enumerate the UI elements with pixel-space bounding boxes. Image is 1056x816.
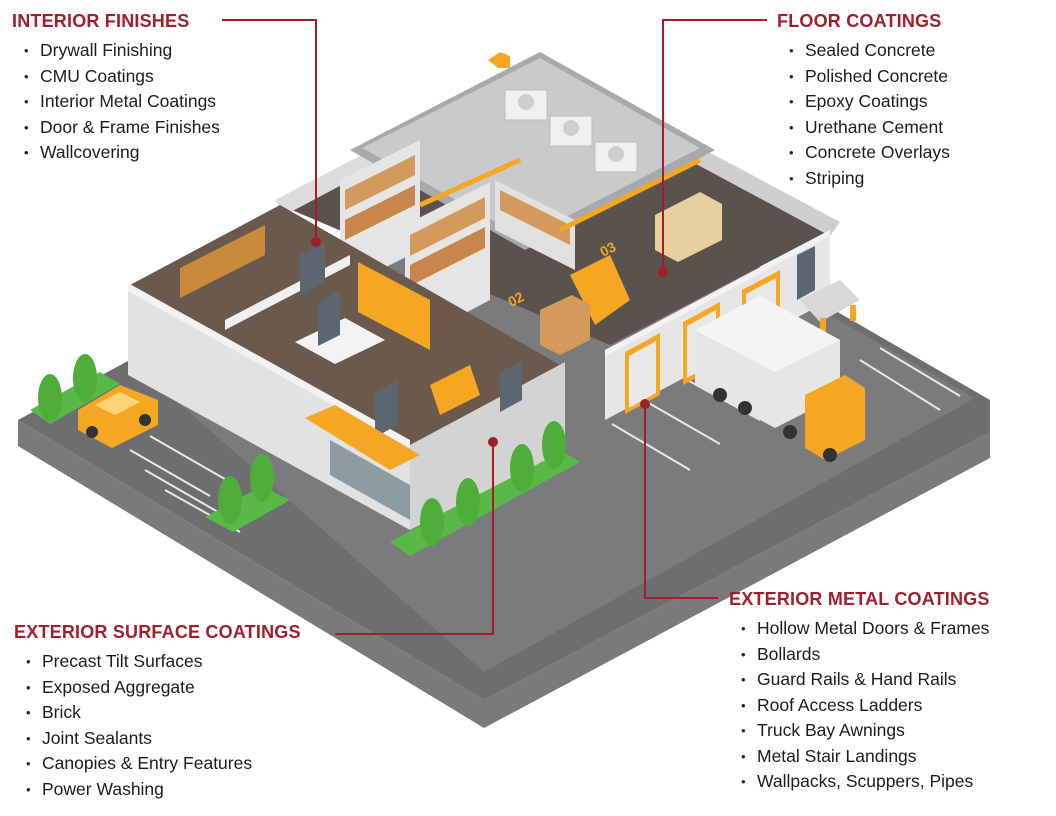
list-item: Joint Sealants xyxy=(14,726,301,752)
list-item: Exposed Aggregate xyxy=(14,675,301,701)
callout-dots xyxy=(311,237,668,447)
exterior-metal-coatings-list: Hollow Metal Doors & Frames Bollards Gua… xyxy=(729,616,990,795)
list-item: Wallpacks, Scuppers, Pipes xyxy=(729,769,990,795)
callout-line-interior xyxy=(222,19,317,242)
forklift xyxy=(570,255,630,325)
car xyxy=(78,385,158,448)
office-doors xyxy=(300,242,522,437)
interior-finishes-list: Drywall Finishing CMU Coatings Interior … xyxy=(12,38,220,166)
kitchen-counter xyxy=(180,225,265,298)
callout-line-extsurface xyxy=(335,442,494,635)
interior-finishes-title: INTERIOR FINISHES xyxy=(12,11,190,31)
bollard-2 xyxy=(850,305,856,321)
conference-table xyxy=(295,318,385,364)
list-item: Polished Concrete xyxy=(777,64,950,90)
callout-lines xyxy=(222,19,767,635)
roof-ladder xyxy=(488,52,510,68)
exterior-metal-coatings-group: EXTERIOR METAL COATINGS Hollow Metal Doo… xyxy=(729,589,990,795)
office-wall-left-top xyxy=(128,283,410,448)
list-item: Drywall Finishing xyxy=(12,38,220,64)
list-item: Metal Stair Landings xyxy=(729,744,990,770)
callout-line-floor xyxy=(662,19,767,272)
entry-glazing xyxy=(330,440,410,520)
list-item: Bollards xyxy=(729,642,990,668)
exterior-metal-coatings-title: EXTERIOR METAL COATINGS xyxy=(729,589,990,609)
list-item: Sealed Concrete xyxy=(777,38,950,64)
floor-marking-03: 03 xyxy=(597,238,618,260)
floor-coatings-list: Sealed Concrete Polished Concrete Epoxy … xyxy=(777,38,950,191)
list-item: Power Washing xyxy=(14,777,301,803)
exterior-surface-coatings-title: EXTERIOR SURFACE COATINGS xyxy=(14,622,301,642)
yellow-accent-wall xyxy=(358,262,430,350)
list-item: Roof Access Ladders xyxy=(729,693,990,719)
list-item: Brick xyxy=(14,700,301,726)
side-door xyxy=(797,246,815,300)
floor-coatings-title: FLOOR COATINGS xyxy=(777,11,942,31)
warehouse-front-wall-top xyxy=(605,230,830,356)
forklift-load xyxy=(540,295,590,355)
truck xyxy=(695,296,865,462)
floor-coatings-group: FLOOR COATINGS Sealed Concrete Polished … xyxy=(777,11,950,191)
callout-dot-extsurface xyxy=(488,437,498,447)
callout-dot-extmetal xyxy=(640,399,650,409)
callout-dot-interior xyxy=(311,237,321,247)
reception-desk xyxy=(430,365,480,415)
callout-line-extmetal xyxy=(644,404,718,599)
list-item: Precast Tilt Surfaces xyxy=(14,649,301,675)
list-item: Canopies & Entry Features xyxy=(14,751,301,777)
entry-canopy xyxy=(305,405,420,470)
floor-marking-02: 02 xyxy=(505,288,526,310)
interior-finishes-group: INTERIOR FINISHES Drywall Finishing CMU … xyxy=(12,11,220,166)
list-item: Wallcovering xyxy=(12,140,220,166)
exterior-surface-coatings-list: Precast Tilt Surfaces Exposed Aggregate … xyxy=(14,649,301,802)
hvac-units xyxy=(504,89,638,173)
crane-beams xyxy=(418,157,702,233)
list-item: Epoxy Coatings xyxy=(777,89,950,115)
list-item: Interior Metal Coatings xyxy=(12,89,220,115)
pallet-stack xyxy=(655,192,722,262)
office-wall-right xyxy=(410,362,565,530)
bollard xyxy=(820,318,826,334)
exterior-surface-coatings-group: EXTERIOR SURFACE COATINGS Precast Tilt S… xyxy=(14,622,301,802)
side-stairs xyxy=(800,280,860,322)
list-item: Guard Rails & Hand Rails xyxy=(729,667,990,693)
list-item: Hollow Metal Doors & Frames xyxy=(729,616,990,642)
list-item: Door & Frame Finishes xyxy=(12,115,220,141)
callout-dot-floor xyxy=(658,267,668,277)
list-item: Urethane Cement xyxy=(777,115,950,141)
list-item: Striping xyxy=(777,166,950,192)
list-item: CMU Coatings xyxy=(12,64,220,90)
trees xyxy=(38,354,566,546)
list-item: Truck Bay Awnings xyxy=(729,718,990,744)
list-item: Concrete Overlays xyxy=(777,140,950,166)
